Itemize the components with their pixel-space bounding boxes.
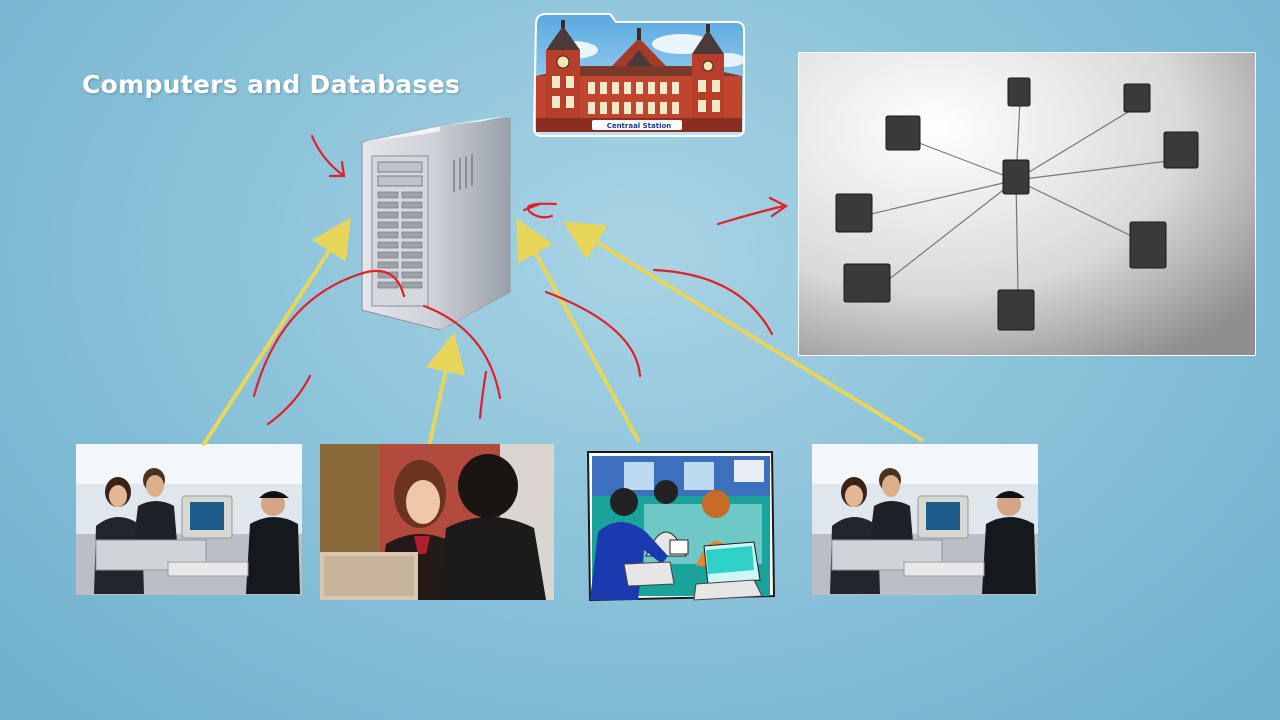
red-annotation-5 xyxy=(266,374,312,426)
arrow-photo2-to-server xyxy=(426,332,466,444)
red-annotation-2 xyxy=(522,202,558,219)
red-annotation-8 xyxy=(544,290,642,378)
office-workers-photo-right xyxy=(812,444,1038,595)
red-annotation-7 xyxy=(478,370,488,420)
red-annotation-1 xyxy=(310,134,346,178)
star-network-image xyxy=(798,52,1256,356)
red-annotation-3 xyxy=(716,196,789,226)
slide-title: Computers and Databases xyxy=(82,70,461,99)
server-tower-icon xyxy=(356,112,516,334)
arrow-photo3-to-server xyxy=(516,218,640,442)
arrow-photo1-to-server xyxy=(202,217,351,446)
station-building-image xyxy=(532,10,746,138)
station-sign: Centraal Station xyxy=(606,122,672,130)
office-workers-photo-left xyxy=(76,444,302,595)
customer-service-photo xyxy=(320,444,554,600)
bank-teller-clipart xyxy=(584,446,780,606)
red-annotation-9 xyxy=(652,268,774,336)
